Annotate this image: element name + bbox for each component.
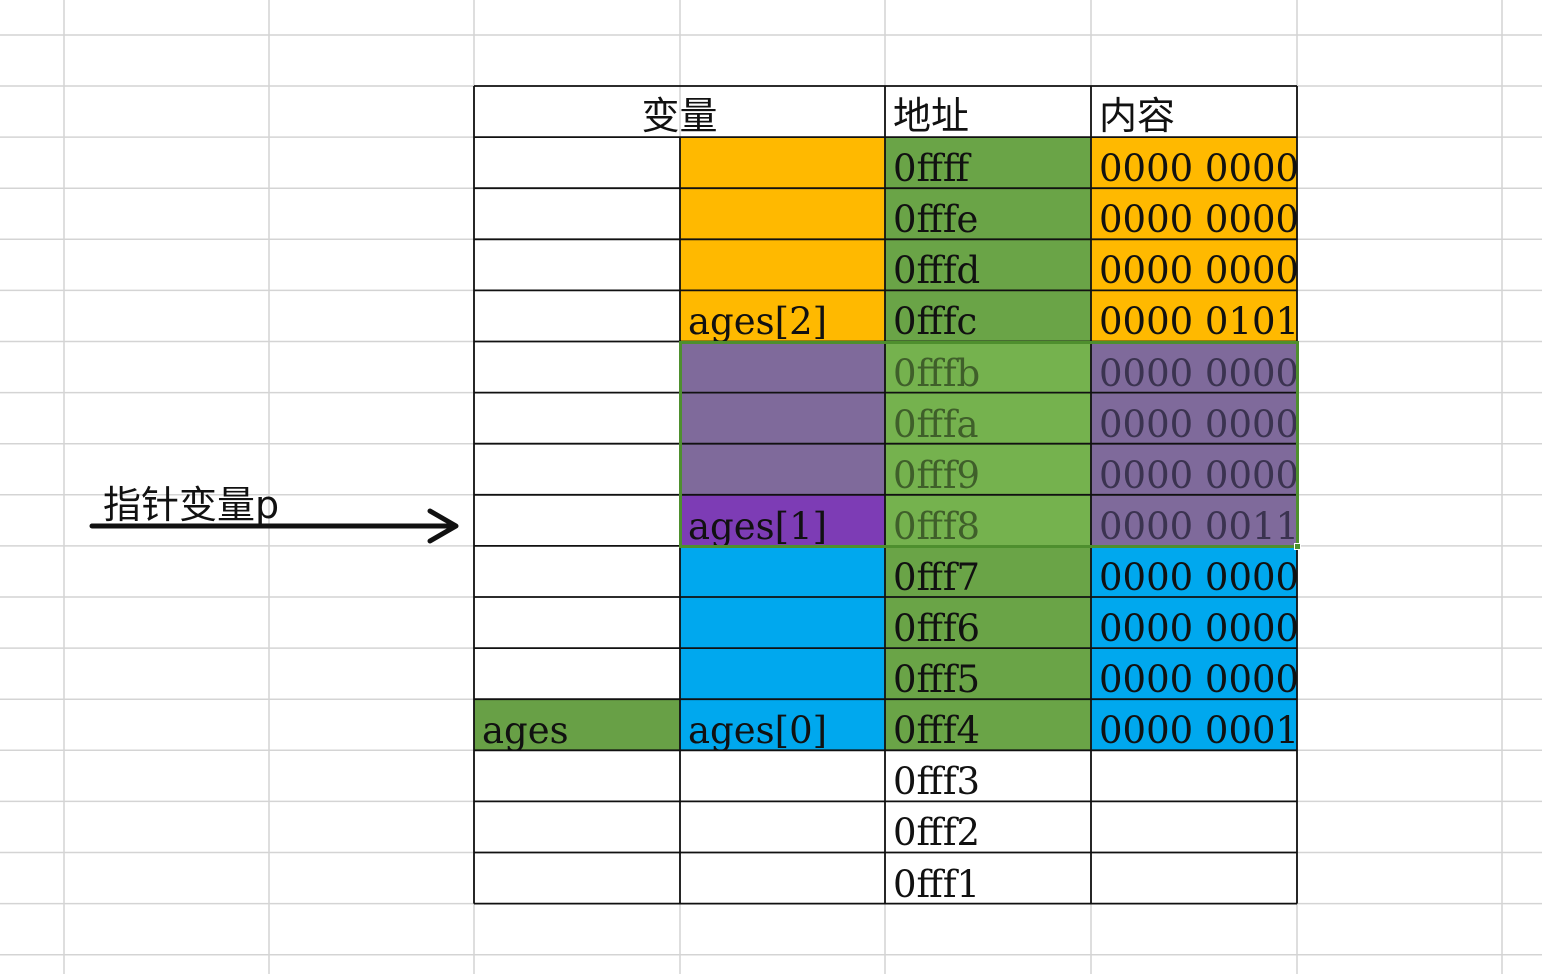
header-address[interactable]: 地址 [893, 94, 970, 138]
cell-content[interactable]: 0000 0000 [1091, 392, 1297, 444]
cell-content[interactable]: 0000 0000 [1091, 137, 1297, 189]
cell-content[interactable] [1091, 750, 1297, 801]
cell-var-right[interactable] [680, 597, 885, 649]
cell-address[interactable]: 0fffc [885, 290, 1091, 342]
cell-address[interactable]: 0fffb [885, 341, 1091, 393]
cell-var-right[interactable]: ages[1] [680, 494, 885, 546]
cell-var-right[interactable] [680, 188, 885, 240]
cell-var-left[interactable] [474, 239, 680, 290]
cell-var-left[interactable] [474, 495, 680, 546]
selection-fill-handle[interactable] [1294, 542, 1301, 550]
header-content[interactable]: 内容 [1099, 94, 1176, 138]
cell-var-left[interactable] [474, 546, 680, 597]
cell-var-right[interactable] [680, 545, 885, 597]
cell-content[interactable]: 0000 0000 [1091, 188, 1297, 240]
cell-content[interactable]: 0000 0000 [1091, 648, 1297, 700]
pointer-label: 指针变量p [103, 483, 280, 527]
cell-content[interactable]: 0000 0000 [1091, 443, 1297, 495]
cell-address[interactable]: 0fff4 [885, 699, 1091, 751]
cell-var-left[interactable] [474, 750, 680, 801]
cell-address[interactable]: 0fffd [885, 239, 1091, 291]
pointer-arrow-icon [89, 508, 459, 544]
cell-address[interactable]: 0fff2 [893, 811, 981, 853]
cell-var-right[interactable]: ages[2] [680, 290, 885, 342]
cell-var-right[interactable] [680, 137, 885, 189]
cell-var-left[interactable] [474, 137, 680, 188]
cell-var-left[interactable] [474, 648, 680, 699]
cell-content[interactable]: 0000 0000 [1091, 545, 1297, 597]
cell-content[interactable]: 0000 0000 [1091, 239, 1297, 291]
cell-address[interactable]: 0fff9 [885, 443, 1091, 495]
cell-var-right[interactable] [680, 853, 885, 904]
cell-address[interactable]: 0fff7 [885, 545, 1091, 597]
cell-address[interactable]: 0fffe [885, 188, 1091, 240]
cell-var-left[interactable] [474, 801, 680, 852]
cell-content[interactable] [1091, 801, 1297, 852]
cell-address[interactable]: 0fff6 [885, 597, 1091, 649]
cell-var-left[interactable] [474, 444, 680, 495]
cell-address[interactable]: 0fff5 [885, 648, 1091, 700]
cell-var-left[interactable] [474, 853, 680, 904]
cell-var-left[interactable] [474, 342, 680, 393]
cell-var-right[interactable] [680, 648, 885, 700]
cell-var-right[interactable] [680, 341, 885, 393]
header-variable[interactable]: 变量 [641, 94, 718, 138]
cell-var-right[interactable] [680, 239, 885, 291]
cell-content[interactable]: 0000 0101 [1091, 290, 1297, 342]
cell-var-left[interactable] [474, 393, 680, 444]
cell-var-left[interactable] [474, 188, 680, 239]
cell-var-right[interactable] [680, 443, 885, 495]
cell-address[interactable]: 0fff8 [885, 494, 1091, 546]
cell-var-left[interactable] [474, 290, 680, 341]
cell-content[interactable] [1091, 853, 1297, 904]
cell-var-right[interactable] [680, 392, 885, 444]
cell-content[interactable]: 0000 0000 [1091, 341, 1297, 393]
cell-var-left[interactable]: ages [474, 699, 680, 751]
cell-content[interactable]: 0000 0011 [1091, 494, 1297, 546]
cell-var-left[interactable] [474, 597, 680, 648]
cell-content[interactable]: 0000 0000 [1091, 597, 1297, 649]
cell-content[interactable]: 0000 0001 [1091, 699, 1297, 751]
cell-var-right[interactable] [680, 750, 885, 801]
cell-address[interactable]: 0fffa [885, 392, 1091, 444]
cell-address[interactable]: 0ffff [885, 137, 1091, 189]
cell-address[interactable]: 0fff3 [893, 760, 981, 802]
cell-var-right[interactable]: ages[0] [680, 699, 885, 751]
cell-var-right[interactable] [680, 801, 885, 852]
cell-address[interactable]: 0fff1 [893, 862, 981, 904]
